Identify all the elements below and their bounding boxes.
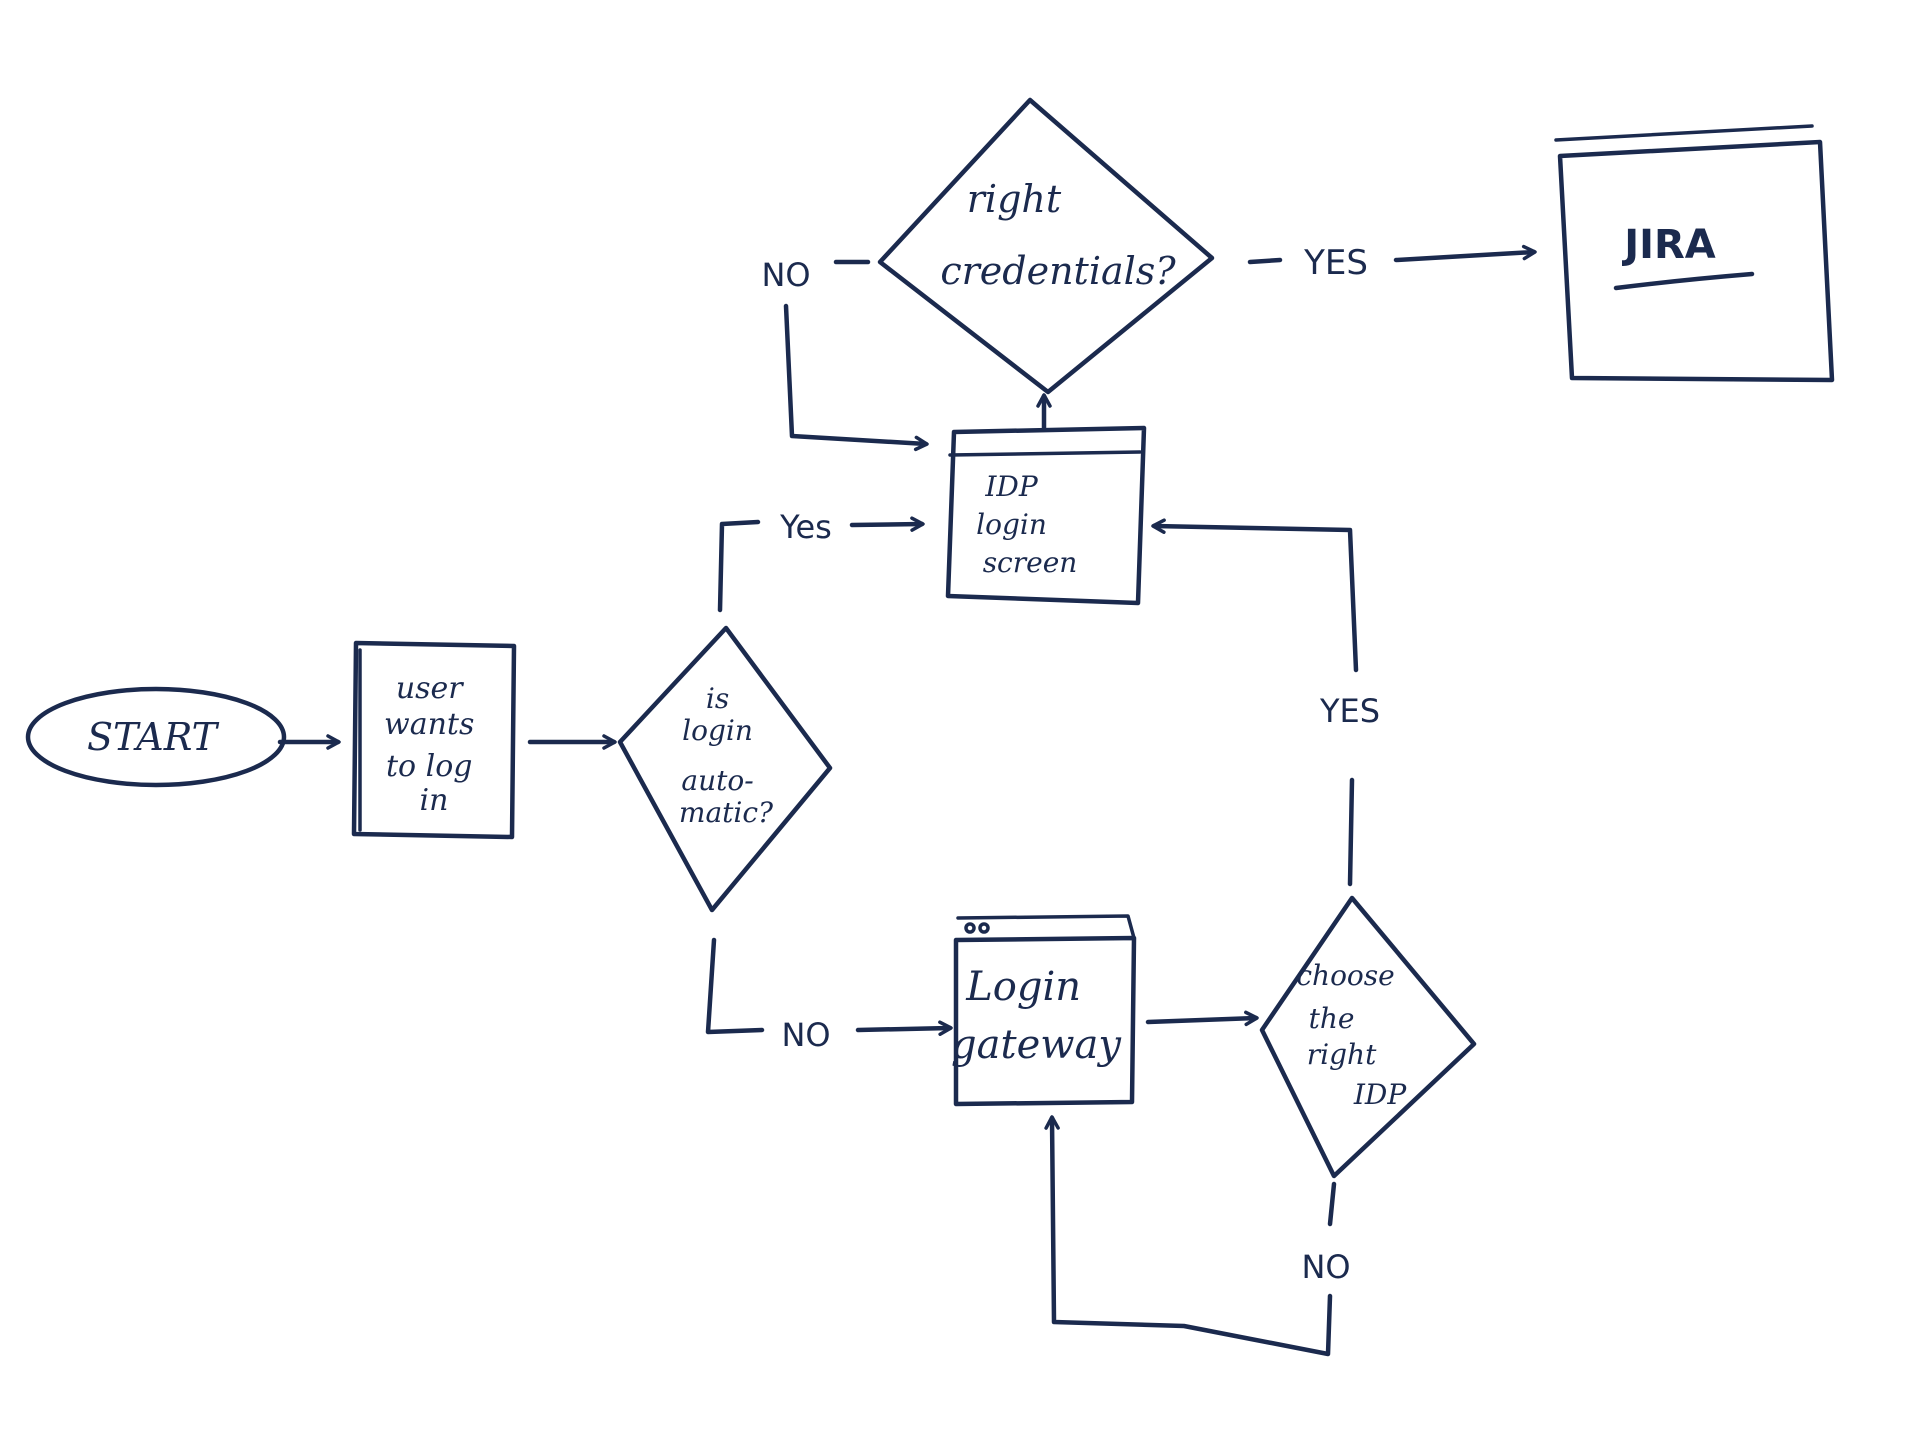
edge-automatic-yes-b [849,516,925,532]
user-wants-line-3: to log [386,749,473,784]
login-gateway-line-1: Login [965,964,1081,1010]
login-gateway-line-2: gateway [951,1022,1122,1068]
login-gateway-box [953,935,1137,1107]
choose-idp-line-2: the [1309,1002,1355,1035]
is-login-automatic-line-1: is [706,682,729,715]
jira-box-top-line [1554,124,1814,142]
start-ellipse [25,686,287,788]
edge-choose-yes-a [1347,777,1355,887]
start-node: START [25,686,287,788]
edge-choose-no-a [1327,1181,1337,1227]
jira-box [1557,139,1835,383]
jira-label: JIRA [1621,222,1716,268]
right-credentials-label: right credentials? [940,177,1176,293]
choose-idp-line-4: IDP [1353,1078,1408,1111]
label-choose-yes: YES [1319,692,1380,730]
edge-automatic-no-a [705,937,765,1035]
is-login-automatic-node: is login auto- matic? [617,625,833,913]
user-wants-label: user wants to log in [384,671,484,818]
is-login-automatic-diamond [617,625,833,913]
user-wants-node: user wants to log in [351,640,517,840]
window-dot-1 [964,922,976,934]
edge-choose-no-b [1044,1115,1333,1357]
idp-login-screen-node: IDP login screen [945,425,1147,606]
idp-login-screen-line-2: login [976,508,1047,541]
right-credentials-diamond [877,97,1215,395]
label-choose-no: NO [1301,1248,1350,1286]
window-dot-2 [978,922,990,934]
edge-automatic-no-b [855,1020,953,1036]
start-label: START [87,715,220,759]
idp-login-screen-label: IDP login screen [976,470,1077,579]
edge-credentials-yes-b [1393,244,1537,263]
edge-credentials-yes-a [1247,257,1283,265]
login-gateway-titlebar [956,914,1136,940]
right-credentials-line-2: credentials? [940,249,1176,293]
label-automatic-yes: Yes [779,508,832,546]
label-credentials-yes: YES [1303,243,1368,283]
login-gateway-label: Login gateway [951,964,1122,1068]
right-credentials-line-1: right [967,177,1062,221]
is-login-automatic-line-2: login [682,714,753,747]
edge-credentials-no-b [783,303,929,452]
jira-node: JIRA [1554,124,1835,383]
idp-login-screen-titlebar [948,450,1142,457]
edge-automatic-yes-a [717,519,761,613]
idp-login-screen-line-3: screen [983,546,1078,579]
is-login-automatic-line-4: matic? [679,796,774,829]
label-automatic-no: NO [781,1016,830,1054]
choose-idp-diamond [1259,895,1477,1179]
user-wants-line-1: user [396,671,464,706]
jira-underline [1613,271,1755,291]
idp-login-screen-line-1: IDP [984,470,1039,503]
right-credentials-node: right credentials? [877,97,1215,395]
arrow-gateway-to-choose [1145,1010,1259,1027]
choose-idp-line-3: right [1307,1038,1377,1071]
user-wants-line-2: wants [384,707,474,742]
edge-choose-yes-b [1151,518,1359,673]
is-login-automatic-label: is login auto- matic? [679,682,774,829]
user-wants-box [351,640,517,840]
login-gateway-node: Login gateway [951,914,1137,1107]
choose-idp-node: choose the right IDP [1259,895,1477,1179]
user-wants-line-4: in [420,783,449,818]
idp-login-screen-box [945,425,1147,606]
is-login-automatic-line-3: auto- [681,764,753,797]
label-credentials-no: NO [761,256,810,294]
choose-idp-label: choose the right IDP [1296,959,1407,1111]
choose-idp-line-1: choose [1296,959,1394,992]
